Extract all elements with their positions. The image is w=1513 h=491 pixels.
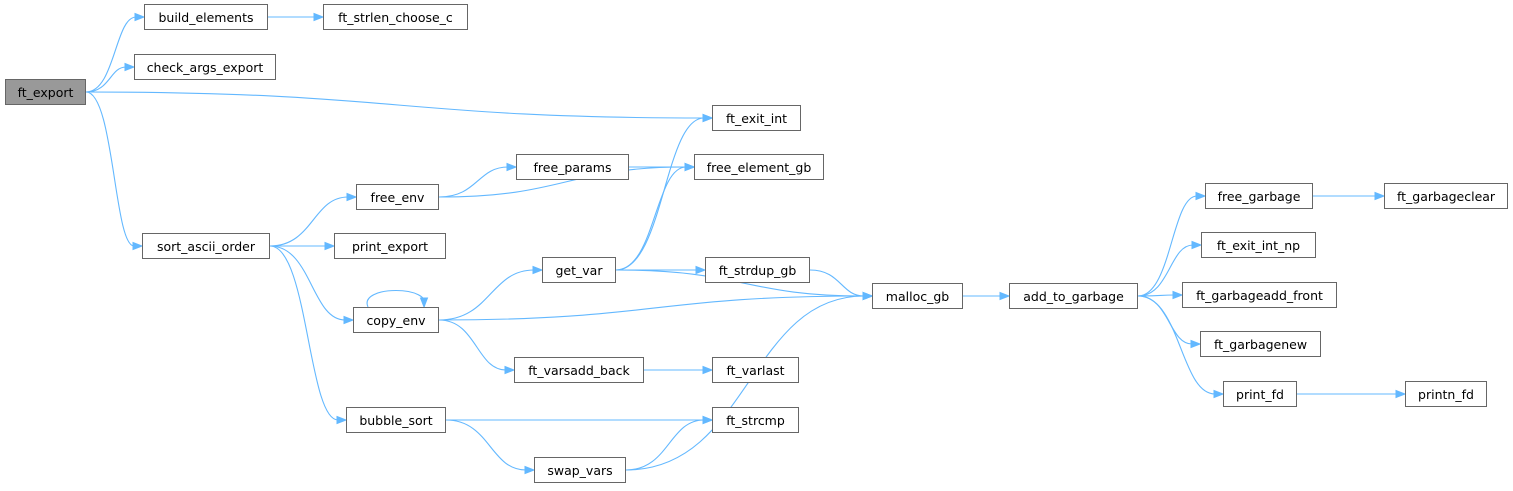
node-ft-varsadd-back[interactable]: ft_varsadd_back (514, 357, 644, 383)
edge-ft-export-to-sort-ascii-order (85, 91, 135, 247)
node-ft-garbagenew[interactable]: ft_garbagenew (1200, 331, 1321, 357)
edge-arrowhead (999, 291, 1011, 301)
edge-copy-env-to-copy-env (366, 289, 426, 308)
node-printn-fd[interactable]: printn_fd (1405, 381, 1487, 407)
edge-ft-strdup-gb-to-malloc-gb (809, 269, 865, 297)
node-bubble-sort[interactable]: bubble_sort (346, 407, 446, 433)
edge-arrowhead (1213, 389, 1225, 399)
edge-ft-export-to-ft-exit-int (85, 91, 705, 119)
edge-ft-export-to-build-elements (85, 16, 137, 93)
node-print-fd[interactable]: print_fd (1223, 381, 1297, 407)
edge-arrowhead (336, 415, 348, 425)
edge-add-to-garbage-to-print-fd (1137, 295, 1216, 395)
edge-ft-export-to-check-args-export (85, 66, 127, 93)
edge-get-var-to-ft-exit-int (615, 117, 705, 271)
node-ft-varlast[interactable]: ft_varlast (712, 357, 799, 383)
node-free-env[interactable]: free_env (356, 184, 439, 210)
node-sort-ascii-order[interactable]: sort_ascii_order (142, 233, 270, 259)
edge-arrowhead (313, 12, 325, 22)
edge-arrowhead (524, 465, 536, 475)
edge-arrowhead (132, 241, 144, 251)
node-free-garbage[interactable]: free_garbage (1205, 183, 1313, 209)
edge-arrowhead (862, 291, 874, 301)
node-free-element-gb[interactable]: free_element_gb (694, 154, 824, 180)
edge-arrowhead (1195, 191, 1207, 201)
edge-free-env-to-free-params (438, 166, 509, 198)
edge-arrowhead (343, 315, 355, 325)
node-ft-garbageadd-front[interactable]: ft_garbageadd_front (1182, 282, 1337, 308)
edge-add-to-garbage-to-ft-exit-int-np (1137, 244, 1194, 297)
node-swap-vars[interactable]: swap_vars (534, 457, 626, 483)
edge-sort-ascii-order-to-copy-env (269, 245, 346, 321)
edge-copy-env-to-get-var (438, 269, 535, 321)
node-build-elements[interactable]: build_elements (144, 4, 268, 30)
node-ft-exit-int[interactable]: ft_exit_int (712, 105, 801, 131)
edge-arrowhead (695, 265, 707, 275)
edge-arrowhead (134, 12, 146, 22)
edge-arrowhead (1191, 240, 1203, 250)
edge-bubble-sort-to-swap-vars (445, 419, 527, 471)
edge-arrowhead (124, 62, 136, 72)
edge-get-var-to-free-element-gb (615, 166, 687, 271)
node-copy-env[interactable]: copy_env (353, 307, 439, 333)
edge-copy-env-to-malloc-gb (438, 295, 865, 321)
edge-arrowhead (1395, 389, 1407, 399)
node-check-args-export[interactable]: check_args_export (134, 54, 276, 80)
edge-swap-vars-to-malloc-gb (625, 295, 865, 471)
node-ft-exit-int-np[interactable]: ft_exit_int_np (1201, 232, 1316, 258)
edge-arrowhead (1374, 191, 1386, 201)
edge-arrowhead (324, 241, 336, 251)
edge-arrowhead (346, 192, 358, 202)
node-add-to-garbage[interactable]: add_to_garbage (1009, 283, 1138, 309)
edge-arrowhead (1190, 339, 1202, 349)
edge-arrowhead (702, 113, 714, 123)
node-ft-strlen-choose-c[interactable]: ft_strlen_choose_c (323, 4, 468, 30)
node-ft-garbageclear[interactable]: ft_garbageclear (1384, 183, 1508, 209)
edge-free-env-to-free-element-gb (438, 166, 687, 198)
node-free-params[interactable]: free_params (516, 154, 629, 180)
node-ft-strdup-gb[interactable]: ft_strdup_gb (705, 257, 810, 283)
edge-arrowhead (702, 415, 714, 425)
node-get-var[interactable]: get_var (542, 257, 616, 283)
edge-arrowhead (504, 365, 516, 375)
edge-arrowhead (506, 162, 518, 172)
edge-arrowhead (702, 365, 714, 375)
node-ft-export: ft_export (5, 79, 86, 105)
edge-arrowhead (1172, 290, 1184, 300)
edge-arrowhead (419, 297, 429, 309)
edge-add-to-garbage-to-free-garbage (1137, 195, 1198, 297)
node-print-export[interactable]: print_export (334, 233, 446, 259)
edge-copy-env-to-ft-varsadd-back (438, 319, 507, 371)
edge-sort-ascii-order-to-bubble-sort (269, 245, 339, 421)
node-malloc-gb[interactable]: malloc_gb (872, 283, 963, 309)
edge-arrowhead (532, 265, 544, 275)
edge-sort-ascii-order-to-free-env (269, 196, 349, 247)
edge-get-var-to-malloc-gb (615, 269, 865, 297)
node-ft-strcmp[interactable]: ft_strcmp (712, 407, 799, 433)
edge-swap-vars-to-ft-strcmp (625, 419, 705, 471)
edge-arrowhead (684, 162, 696, 172)
